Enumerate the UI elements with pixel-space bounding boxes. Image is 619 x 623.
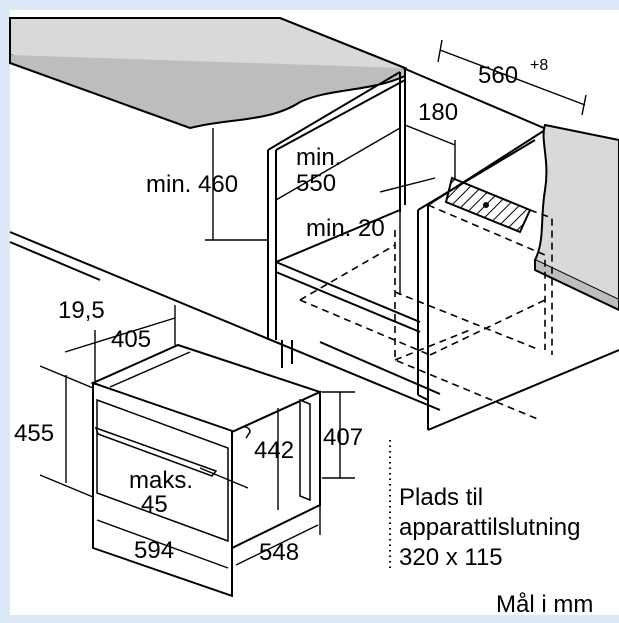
- dim-width-560-tolerance: +8: [530, 57, 548, 74]
- oven-outline-dashed: [299, 204, 553, 421]
- image-frame-bottom: [0, 615, 619, 623]
- dim-455-label: 455: [14, 420, 54, 447]
- connection-note-line1: Plads til: [399, 484, 483, 511]
- dim-min-460-label: min. 460: [146, 171, 238, 198]
- dim-min-20-label: min. 20: [306, 215, 385, 242]
- dim-min-550-line2: 550: [296, 170, 336, 197]
- image-frame-top: [0, 0, 619, 10]
- oven-handle: [94, 426, 218, 477]
- dim-180-label: 180: [418, 99, 458, 126]
- dim-width-560-label: 560: [478, 62, 518, 89]
- connection-note-line2: apparattilslutning: [399, 514, 580, 541]
- cabinet-side-left: [267, 71, 406, 340]
- connection-note-line3: 320 x 115: [399, 544, 503, 571]
- dim-594-label: 594: [134, 537, 174, 564]
- cabinet-shelf: [275, 209, 421, 333]
- image-frame-left: [0, 0, 10, 623]
- dim-407-label: 407: [323, 424, 363, 451]
- connection-box: [444, 176, 532, 234]
- worktop-right: [533, 123, 619, 312]
- cabinet-side-right: [417, 129, 619, 431]
- dim-maks-line2: 45: [141, 491, 168, 518]
- dim-min-550-line1: min.: [296, 144, 341, 171]
- dim-405-label: 405: [111, 326, 151, 353]
- dim-maks-line1: maks.: [129, 467, 193, 494]
- dim-19-5-label: 19,5: [58, 297, 105, 324]
- dim-548-label: 548: [259, 539, 299, 566]
- units-note: Mål i mm: [496, 591, 593, 618]
- dim-442-label: 442: [254, 437, 294, 464]
